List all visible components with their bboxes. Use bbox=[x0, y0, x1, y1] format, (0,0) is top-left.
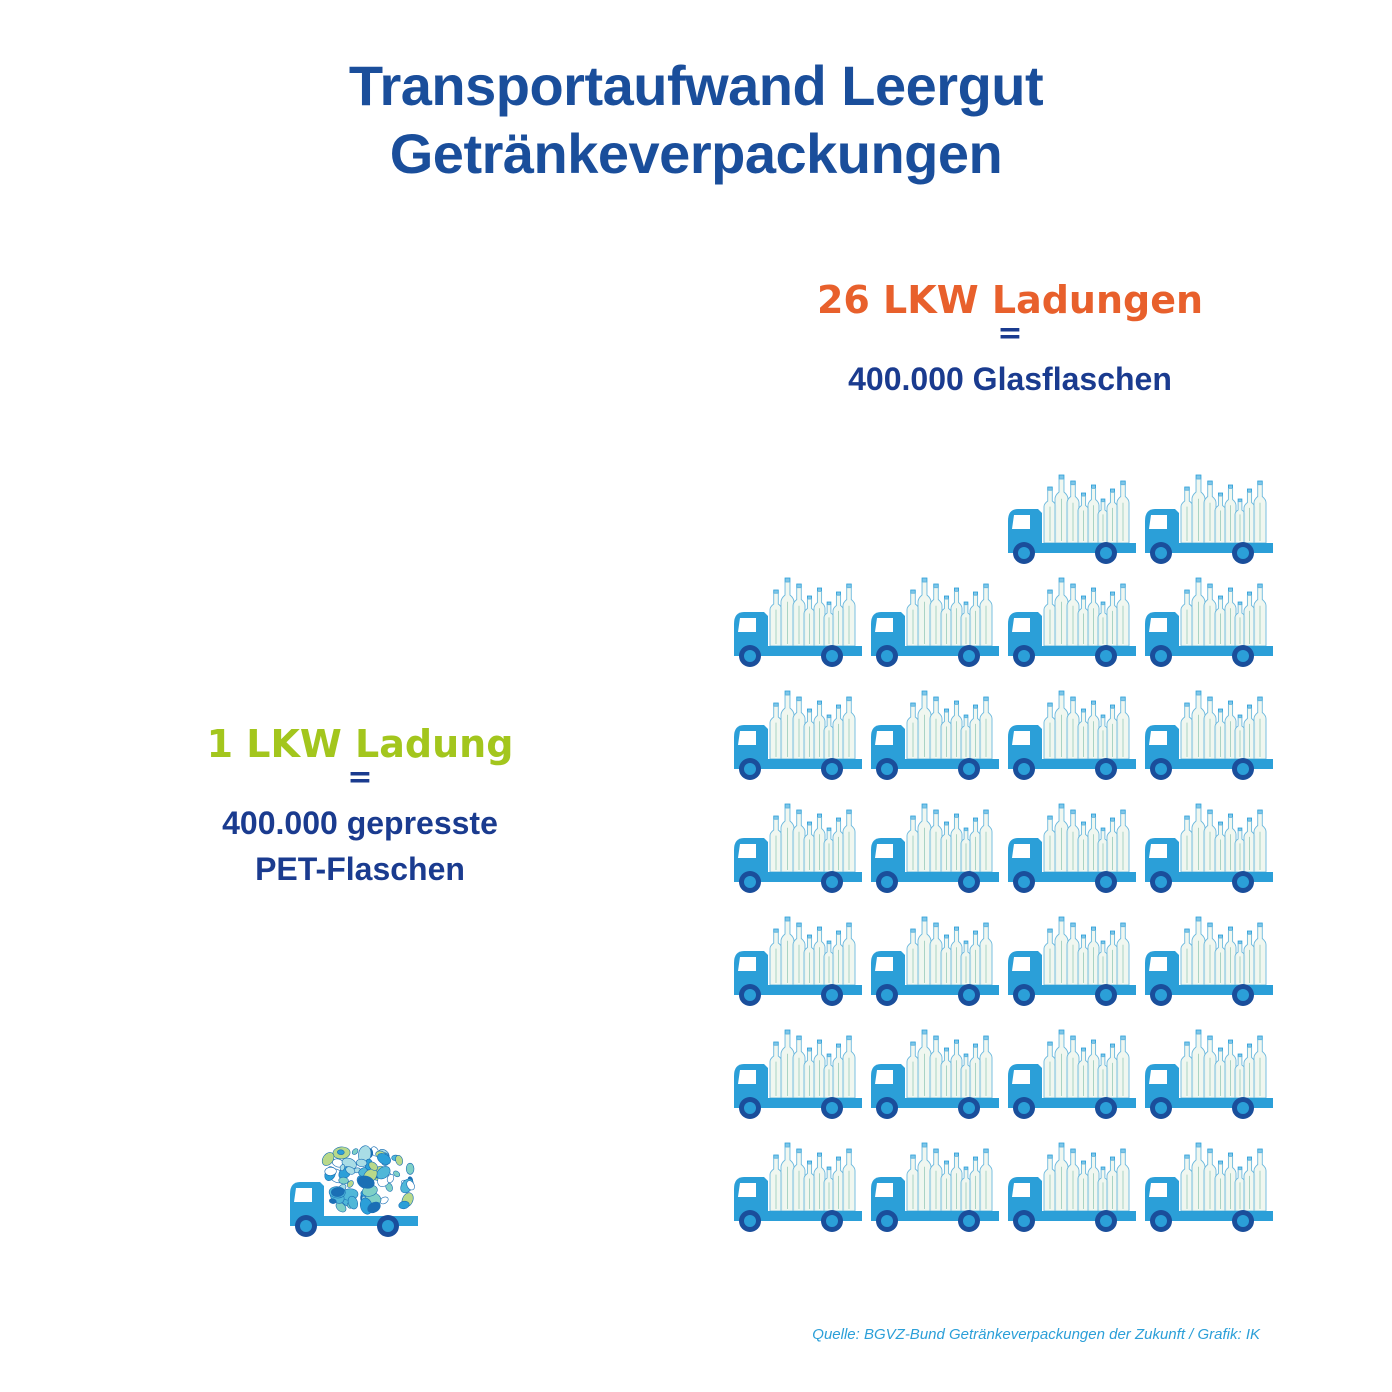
truck-with-glass-bottles-icon bbox=[1004, 907, 1136, 1007]
glass-truck-count: 26 LKW Ladungen bbox=[816, 278, 1204, 322]
truck-with-glass-bottles-icon bbox=[867, 907, 999, 1007]
title-line-1: Transportaufwand Leergut bbox=[348, 54, 1044, 117]
truck-with-glass-bottles-icon bbox=[730, 568, 862, 668]
truck-with-glass-bottles-icon bbox=[867, 1020, 999, 1120]
truck-with-glass-bottles-icon bbox=[1141, 907, 1273, 1007]
truck-with-glass-bottles-icon bbox=[1004, 681, 1136, 781]
truck-with-glass-bottles-icon bbox=[1004, 1020, 1136, 1120]
truck-with-glass-bottles-icon bbox=[867, 1133, 999, 1233]
pet-description-line-1: 400.000 gepresste bbox=[222, 805, 498, 841]
truck-with-glass-bottles-icon bbox=[1004, 794, 1136, 894]
pet-description-line-2: PET-Flaschen bbox=[255, 851, 465, 887]
page-title: Transportaufwand Leergut Getränkeverpack… bbox=[0, 52, 1392, 188]
truck-with-glass-bottles-icon bbox=[730, 907, 862, 1007]
truck-with-glass-bottles-icon bbox=[1004, 1133, 1136, 1233]
truck-with-glass-bottles-icon bbox=[1141, 568, 1273, 668]
truck-with-glass-bottles-icon bbox=[1141, 1133, 1273, 1233]
pet-label: 1 LKW Ladung = 400.000 gepresste PET-Fla… bbox=[160, 722, 560, 892]
glass-equals: = bbox=[997, 316, 1023, 351]
truck-with-glass-bottles-icon bbox=[867, 568, 999, 668]
glass-label: 26 LKW Ladungen = 400.000 Glasflaschen bbox=[690, 278, 1330, 402]
source-note: Quelle: BGVZ-Bund Getränkeverpackungen d… bbox=[812, 1326, 1260, 1343]
truck-with-glass-bottles-icon bbox=[1141, 794, 1273, 894]
truck-with-glass-bottles-icon bbox=[730, 1133, 862, 1233]
title-line-2: Getränkeverpackungen bbox=[389, 122, 1003, 185]
pet-truck-count: 1 LKW Ladung bbox=[206, 722, 514, 766]
truck-with-glass-bottles-icon bbox=[1141, 681, 1273, 781]
truck-with-glass-bottles-icon bbox=[1141, 465, 1273, 565]
truck-with-glass-bottles-icon bbox=[1004, 568, 1136, 668]
pet-equals: = bbox=[347, 760, 373, 795]
truck-with-glass-bottles-icon bbox=[867, 794, 999, 894]
truck-with-glass-bottles-icon bbox=[730, 681, 862, 781]
glass-description: 400.000 Glasflaschen bbox=[848, 361, 1172, 397]
truck-with-glass-bottles-icon bbox=[730, 1020, 862, 1120]
truck-with-glass-bottles-icon bbox=[730, 794, 862, 894]
truck-with-glass-bottles-icon bbox=[1141, 1020, 1273, 1120]
truck-with-glass-bottles-icon bbox=[867, 681, 999, 781]
truck-with-glass-bottles-icon bbox=[1004, 465, 1136, 565]
truck-with-pressed-pet-icon bbox=[286, 1138, 418, 1238]
